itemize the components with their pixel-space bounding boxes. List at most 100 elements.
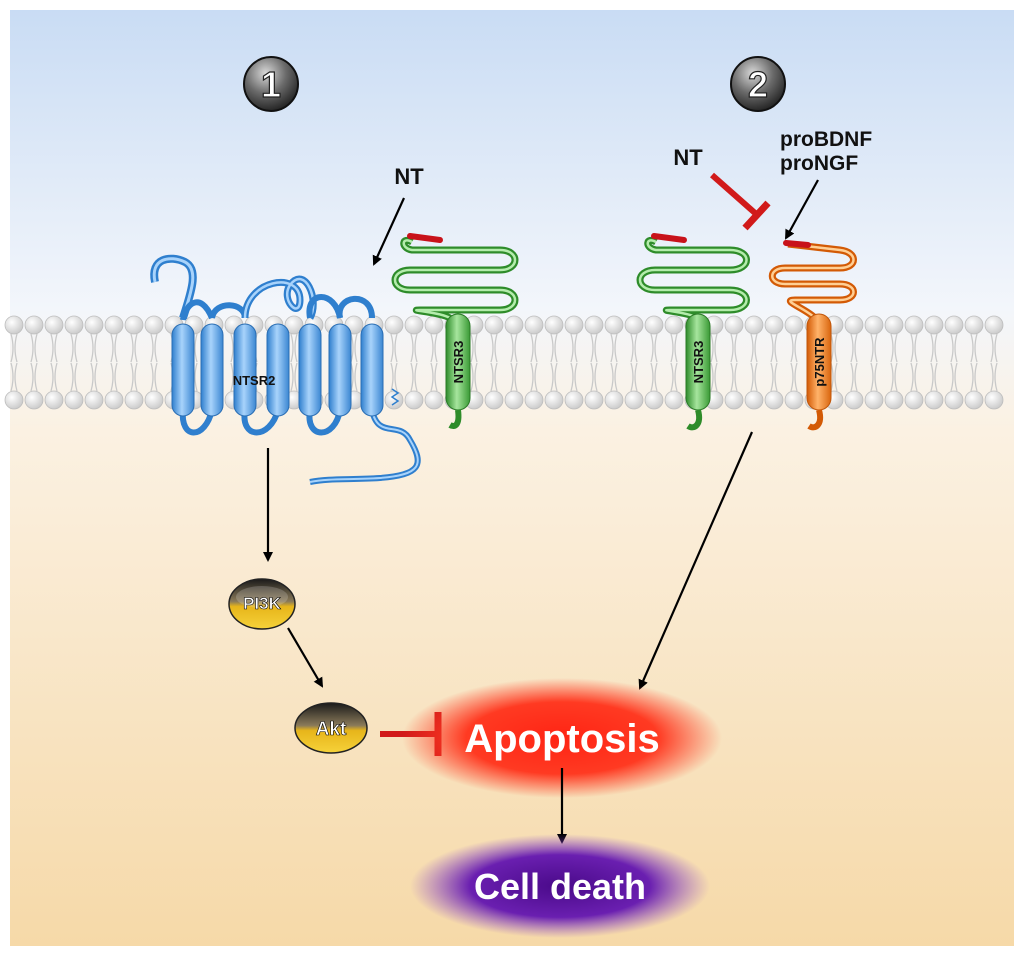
lipid-tail [490,333,498,392]
lipid-tail [930,333,938,392]
lipid-head [484,315,504,335]
ntsr3-receptor-panel-2: NTSR3 [636,233,750,431]
lipid-tail [390,333,398,392]
panel-1-number: 1 [261,64,281,105]
lipid-head [644,390,664,410]
lipid-tail [670,333,678,392]
lipid-head [564,315,584,335]
lipid-head [884,315,904,335]
lipid-head [384,390,404,410]
lipid-head [724,390,744,410]
lipid-head [104,390,124,410]
lipid-head [524,315,544,335]
lipid-head [544,315,564,335]
lipid-head [404,390,424,410]
panel-2-badge: 2 [730,56,786,112]
lipid-head [784,390,804,410]
prongf-label: proNGF [780,152,858,175]
lipid-tail [830,333,838,392]
akt-label: Akt [316,719,347,740]
lipid-tail [710,333,718,392]
lipid-head [764,315,784,335]
lipid-tail [630,333,638,392]
lipid-head [664,390,684,410]
ntsr2-label: NTSR2 [233,373,276,388]
lipid-head [624,315,644,335]
lipid-head [504,315,524,335]
akt-node: Akt [294,702,368,754]
lipid-head [544,390,564,410]
lipid-head [644,315,664,335]
lipid-head [784,315,804,335]
lipid-tail [590,333,598,392]
lipid-head [64,315,84,335]
lipid-tail [150,333,158,392]
lipid-head [864,390,884,410]
lipid-head [124,390,144,410]
nt-arrow-panel-1 [372,197,406,266]
lipid-head [984,390,1004,410]
nt-inhibition-panel-2 [710,172,771,231]
lipid-head [724,315,744,335]
lipid-head [944,315,964,335]
lipid-head [424,390,444,410]
ntsr3-label-panel-2: NTSR3 [691,341,706,384]
lipid-head [524,390,544,410]
lipid-tail [890,333,898,392]
p75ntr-label: p75NTR [812,337,827,387]
lipid-head [604,315,624,335]
lipid-tail [910,333,918,392]
cell-death-label: Cell death [474,866,646,907]
lipid-tail [650,333,658,392]
lipid-head [744,390,764,410]
lipid-head [904,315,924,335]
lipid-head [44,315,64,335]
lipid-tail [50,333,58,392]
ntsr3-receptor-panel-1: NTSR3 [391,233,519,430]
receptor-complex-to-apoptosis-arrow [638,431,754,690]
lipid-head [584,315,604,335]
lipid-tail [470,333,478,392]
lipid-tail [510,333,518,392]
lipid-head [44,390,64,410]
proneurotrophin-arrow [785,179,819,240]
lipid-head [764,390,784,410]
lipid-head [124,315,144,335]
lipid-head [64,390,84,410]
probdnf-label: proBDNF [780,128,872,151]
lipid-head [144,390,164,410]
lipid-head [24,315,44,335]
lipid-head [624,390,644,410]
nt-label-panel-1: NT [394,164,424,189]
ntsr3-label-panel-1: NTSR3 [451,341,466,384]
lipid-tail [10,333,18,392]
pi3k-label: PI3K [243,594,282,613]
lipid-tail [550,333,558,392]
pi3k-node: PI3K [228,578,296,630]
lipid-tail [770,333,778,392]
lipid-head [904,390,924,410]
lipid-head [4,390,24,410]
lipid-head [4,315,24,335]
lipid-head [404,315,424,335]
lipid-head [284,315,304,335]
lipid-tail [70,333,78,392]
lipid-tail [950,333,958,392]
lipid-tail [110,333,118,392]
lipid-tail [850,333,858,392]
lipid-head [504,390,524,410]
lipid-head [924,390,944,410]
lipid-tail [570,333,578,392]
lipid-head [984,315,1004,335]
panel-1-badge: 1 [243,56,299,112]
lipid-head [584,390,604,410]
lipid-head [864,315,884,335]
lipid-head [24,390,44,410]
lipid-tail [610,333,618,392]
lipid-tail [430,333,438,392]
lipid-tail [870,333,878,392]
lipid-tail [530,333,538,392]
p75ntr-receptor: p75NTR [768,240,857,431]
cell-death-node: Cell death [410,834,710,938]
lipid-head [424,315,444,335]
